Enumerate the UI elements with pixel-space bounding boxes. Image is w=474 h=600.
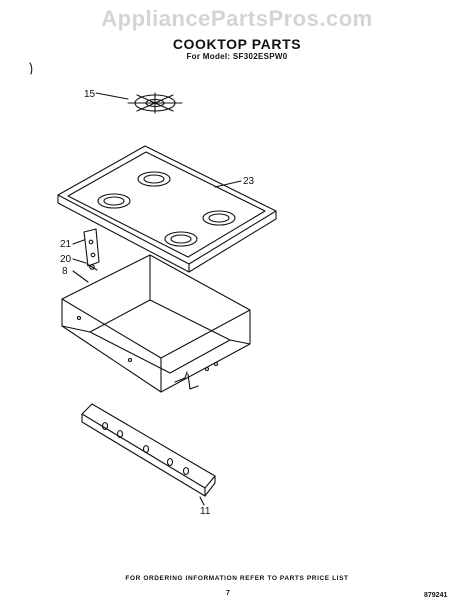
leader-line-15 — [95, 92, 129, 100]
cooktop-panel — [57, 145, 277, 273]
document-code: 879241 — [424, 592, 448, 599]
model-subtitle: For Model: SF302ESPW0 — [186, 52, 288, 61]
callout-20: 20 — [60, 254, 72, 265]
page-number: 7 — [226, 590, 230, 597]
leader-line-23 — [214, 180, 242, 188]
callout-8: 8 — [62, 266, 68, 277]
ordering-note: FOR ORDERING INFORMATION REFER TO PARTS … — [125, 575, 349, 582]
callout-23: 23 — [243, 176, 255, 187]
callout-11: 11 — [200, 506, 211, 517]
scan-mark — [29, 62, 33, 75]
leader-line-21 — [72, 239, 85, 245]
leader-line-8 — [72, 270, 89, 283]
manifold-panel — [81, 403, 216, 497]
support-frame — [61, 254, 251, 393]
page-title: COOKTOP PARTS — [172, 36, 302, 52]
leader-line-11 — [199, 496, 205, 506]
callout-15: 15 — [84, 89, 96, 100]
hinge-bracket — [83, 228, 100, 267]
callout-21: 21 — [60, 239, 72, 250]
burner-grate — [127, 92, 183, 114]
leader-line-20 — [72, 258, 87, 264]
watermark-logo: AppliancePartsPros.com — [101, 6, 373, 31]
screw-part — [86, 263, 98, 271]
